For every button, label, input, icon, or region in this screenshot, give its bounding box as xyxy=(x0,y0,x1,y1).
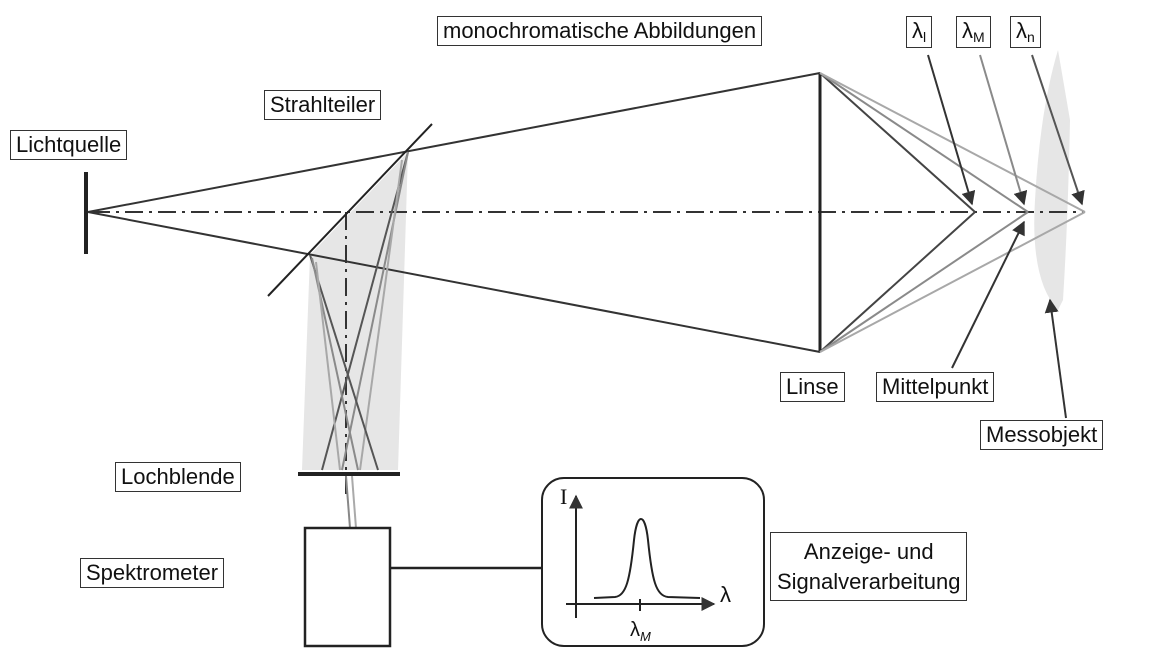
label-beam-splitter: Strahlteiler xyxy=(264,90,382,120)
graph-y-label: I xyxy=(560,484,567,509)
arrow-mittelpunkt xyxy=(951,220,1025,369)
label-lambda-n: λn xyxy=(1010,16,1041,48)
return-ray-2 xyxy=(341,151,409,471)
focus-ray-bottom-l xyxy=(819,211,976,353)
label-measuring-object: Messobjekt xyxy=(980,420,1104,450)
label-lambda-m: λM xyxy=(956,16,991,48)
spectrometer-box xyxy=(303,526,392,648)
graph-x-label: λ xyxy=(720,582,731,607)
label-display-line2: Signalverarbeitung xyxy=(777,568,961,594)
return-cone-fill xyxy=(302,152,408,470)
source-ray-bottom xyxy=(87,211,821,353)
pinhole-through-ray-2 xyxy=(351,475,357,529)
label-center-point: Mittelpunkt xyxy=(876,372,995,402)
label-spectrometer: Spektrometer xyxy=(80,558,225,588)
graph-peak-label: λM xyxy=(630,619,651,644)
return-ray-4 xyxy=(309,254,379,471)
measuring-object-shape xyxy=(1034,50,1070,310)
label-display-processing: Anzeige- und Signalverarbeitung xyxy=(770,532,968,602)
arrow-lambda-l xyxy=(927,54,976,206)
spectral-peak-curve xyxy=(593,518,701,599)
return-ray-6 xyxy=(315,261,341,471)
label-pinhole: Lochblende xyxy=(115,462,241,492)
beam-splitter xyxy=(267,123,433,297)
arrow-lambda-m xyxy=(979,54,1028,206)
focus-ray-top-n xyxy=(819,72,1086,213)
focus-ray-top-l xyxy=(819,72,976,213)
arrow-lambda-n xyxy=(1031,54,1085,206)
label-display-line1: Anzeige- und xyxy=(803,539,934,564)
pinhole-through-ray-1 xyxy=(345,475,351,529)
return-ray-1 xyxy=(321,151,409,471)
label-light-source: Lichtquelle xyxy=(10,130,128,160)
source-ray-top xyxy=(87,72,821,213)
arrow-messobjekt xyxy=(1044,298,1067,419)
label-lambda-l: λl xyxy=(906,16,933,48)
focus-ray-top-m xyxy=(819,72,1029,213)
focus-ray-bottom-n xyxy=(819,211,1086,353)
label-lens: Linse xyxy=(780,372,845,402)
return-ray-3 xyxy=(359,159,403,471)
label-monochromatic-images: monochromatische Abbildungen xyxy=(437,16,763,46)
focus-ray-bottom-m xyxy=(819,211,1029,353)
